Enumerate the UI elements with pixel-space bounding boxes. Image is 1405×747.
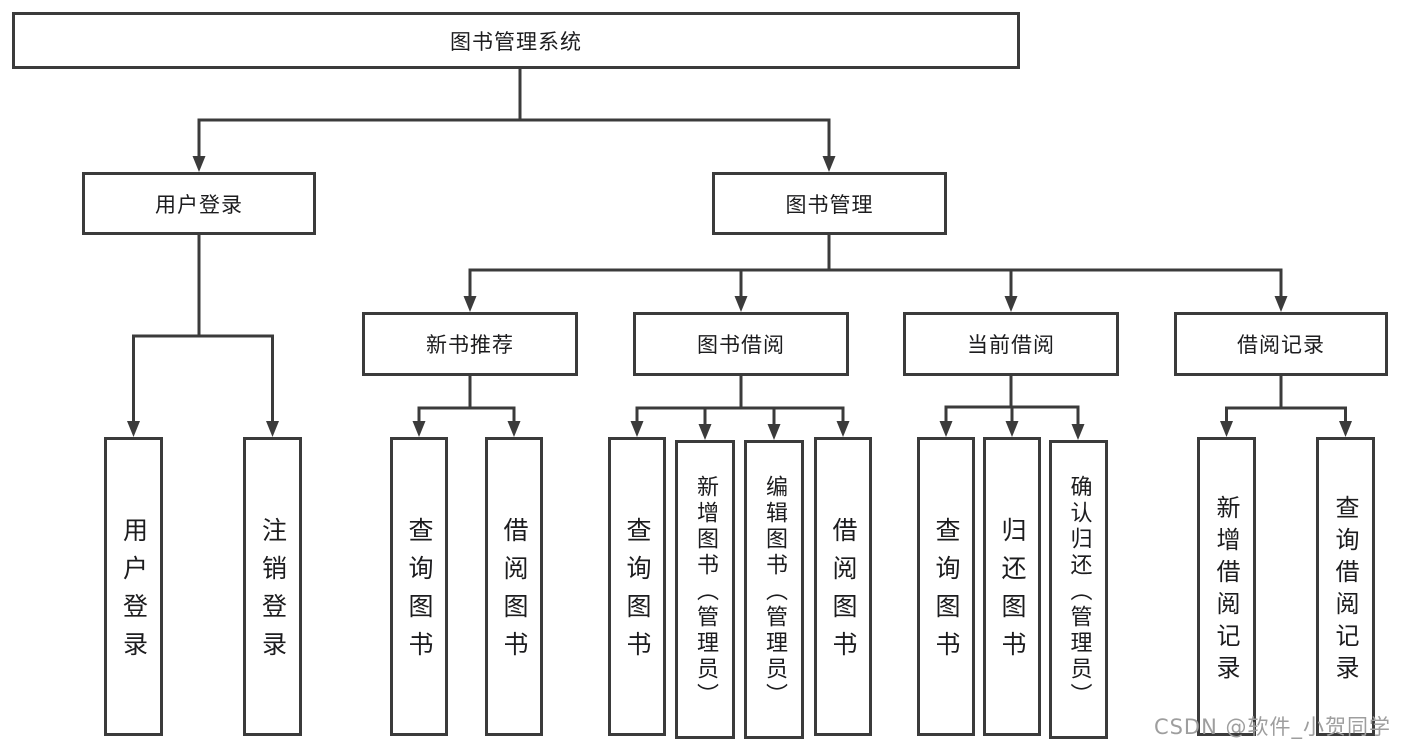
node-leaf-cb-query-books: 查询图书 <box>917 437 975 736</box>
node-book-management-module: 图书管理 <box>712 172 947 235</box>
node-label: 借阅图书 <box>500 517 529 669</box>
node-leaf-rec-borrow-books: 借阅图书 <box>485 437 543 736</box>
node-user-login-module: 用户登录 <box>82 172 316 235</box>
node-label: 查询图书 <box>932 517 961 669</box>
node-label: 注销登录 <box>258 517 288 669</box>
node-leaf-br-query-record: 查询借阅记录 <box>1316 437 1375 736</box>
node-label: 查询借阅记录 <box>1331 494 1359 687</box>
node-leaf-bb-borrow-books: 借阅图书 <box>814 437 872 736</box>
node-leaf-user-login: 用户登录 <box>104 437 163 736</box>
csdn-watermark: CSDN @软件_小贺同学 <box>1153 715 1391 739</box>
node-label: 确认归还（管理员） <box>1066 474 1092 709</box>
node-label: 图书管理 <box>785 192 874 217</box>
node-label: 图书借阅 <box>697 333 785 357</box>
node-label: 编辑图书（管理员） <box>762 474 787 709</box>
node-leaf-cb-return-books: 归还图书 <box>983 437 1041 736</box>
node-library-management-system: 图书管理系统 <box>12 12 1020 69</box>
node-book-borrowing: 图书借阅 <box>633 312 849 376</box>
node-label: 查询图书 <box>623 517 652 669</box>
node-label: 借阅记录 <box>1237 333 1325 357</box>
node-label: 图书管理系统 <box>450 29 582 54</box>
node-current-borrowing: 当前借阅 <box>903 312 1119 376</box>
node-label: 借阅图书 <box>829 517 858 669</box>
node-label: 新书推荐 <box>426 333 514 357</box>
node-new-book-recommendation: 新书推荐 <box>362 312 578 376</box>
node-leaf-logout: 注销登录 <box>243 437 302 736</box>
node-leaf-bb-query-books: 查询图书 <box>608 437 666 736</box>
node-label: 当前借阅 <box>967 333 1055 357</box>
node-label: 用户登录 <box>155 192 243 217</box>
node-label: 新增图书（管理员） <box>693 474 718 709</box>
node-label: 归还图书 <box>998 517 1027 669</box>
node-leaf-br-add-record: 新增借阅记录 <box>1197 437 1256 736</box>
node-label: 查询图书 <box>405 517 434 669</box>
node-leaf-bb-add-books-admin: 新增图书（管理员） <box>675 440 735 739</box>
node-label: 新增借阅记录 <box>1212 494 1240 687</box>
node-borrowing-records: 借阅记录 <box>1174 312 1388 376</box>
node-leaf-bb-edit-books-admin: 编辑图书（管理员） <box>744 440 804 739</box>
node-label: 用户登录 <box>119 517 149 669</box>
node-leaf-rec-query-books: 查询图书 <box>390 437 448 736</box>
node-leaf-cb-confirm-return-admin: 确认归还（管理员） <box>1049 440 1108 739</box>
